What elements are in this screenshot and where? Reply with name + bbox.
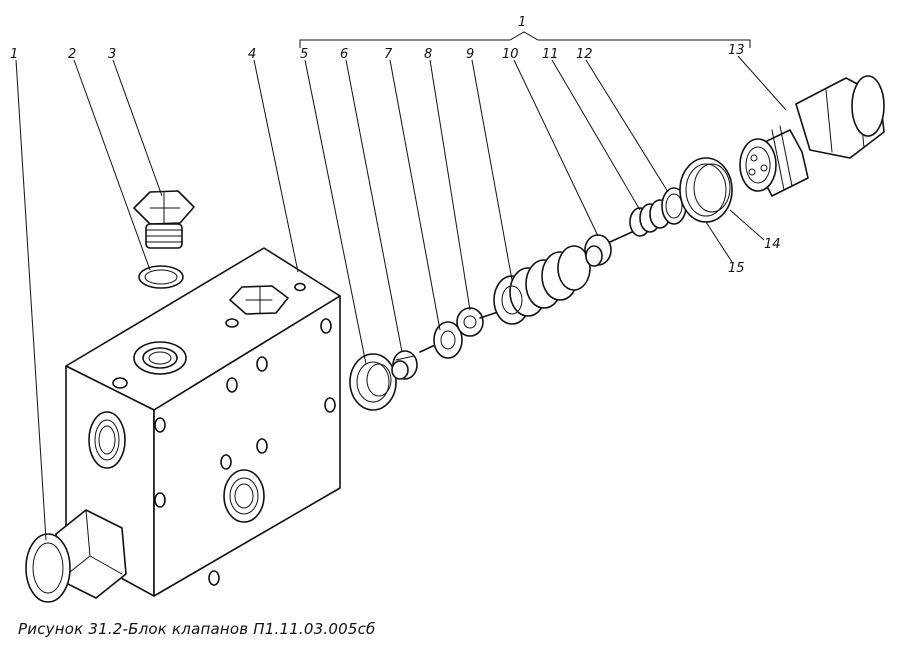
callout-labels: 1 1 2 3 4 5 6 7 8 9 10 11 12 13 14 15 [10, 15, 781, 276]
part-10-spring-seat [584, 231, 633, 267]
callout-1-group: 1 [518, 15, 526, 30]
callout-6: 6 [340, 47, 348, 62]
callout-15: 15 [728, 261, 745, 276]
callout-12: 12 [576, 47, 593, 62]
callout-4: 4 [248, 47, 256, 62]
top-hex-plug [229, 285, 289, 315]
part-14-15-rings [679, 157, 733, 223]
part-5-ring [349, 353, 397, 411]
callout-9: 9 [466, 47, 474, 62]
callout-1: 1 [10, 47, 18, 62]
callout-10: 10 [502, 47, 519, 62]
part-9-spring [493, 245, 591, 325]
left-hex-cap [25, 509, 127, 603]
part-2-seal-ring [138, 265, 184, 289]
part-13-valve-housing [739, 75, 885, 197]
part-7-valve-stem [419, 321, 463, 359]
figure-caption: Рисунок 31.2-Блок клапанов П1.11.03.005с… [18, 620, 376, 638]
callout-11: 11 [542, 47, 559, 62]
callout-5: 5 [300, 47, 308, 62]
part-6-valve-seat [391, 350, 418, 380]
callout-7: 7 [384, 47, 393, 62]
callout-3: 3 [108, 47, 116, 62]
leader-lines [15, 31, 787, 541]
callout-8: 8 [424, 47, 432, 62]
part-8-washer [456, 307, 499, 337]
callout-13: 13 [728, 43, 745, 58]
callout-14: 14 [764, 237, 781, 252]
part-3-hex-plug [133, 190, 195, 249]
callout-2: 2 [68, 47, 76, 62]
